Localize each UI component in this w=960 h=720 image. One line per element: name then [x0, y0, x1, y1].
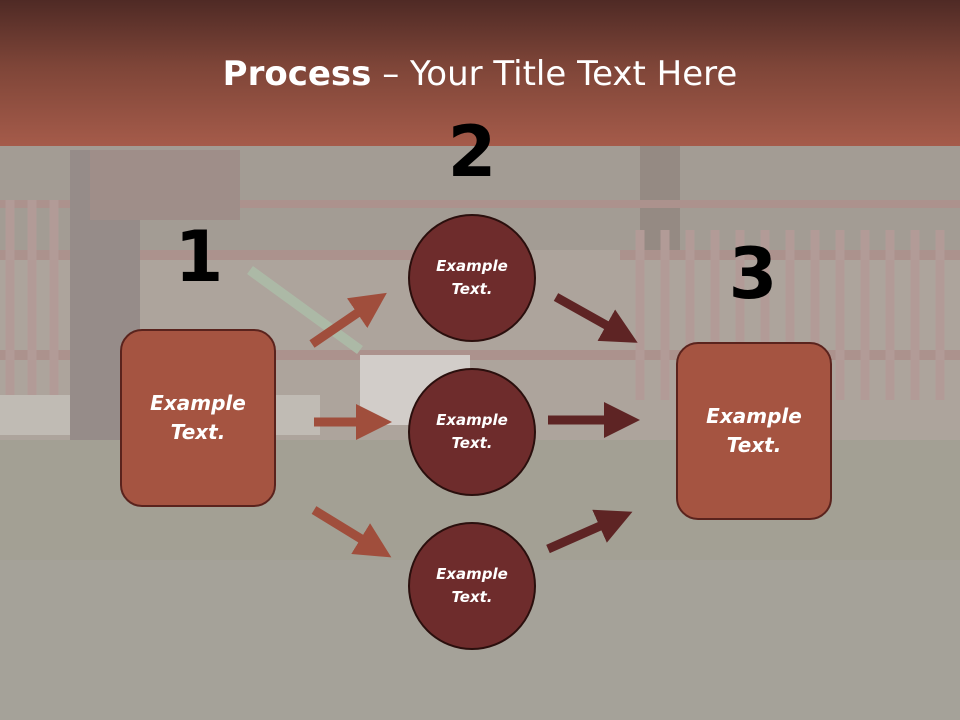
step-1-text: Example Text. [150, 391, 246, 444]
title-rest: Your Title Text Here [410, 54, 738, 94]
slide-title[interactable]: Process – Your Title Text Here [0, 52, 960, 96]
step-2-circle-middle[interactable]: Example Text. [408, 368, 536, 496]
title-bold-part: Process [222, 54, 372, 94]
arrow-bottom-circle-to-box [546, 509, 633, 554]
arrow-box-to-top-circle [309, 292, 387, 348]
arrow-box-to-bottom-circle [311, 506, 392, 558]
title-dash: – [371, 54, 411, 94]
step-number-2: 2 [447, 111, 497, 193]
circle-middle-text: Example Text. [436, 411, 508, 452]
step-3-box[interactable]: Example Text. [676, 342, 832, 520]
step-3-text: Example Text. [706, 404, 802, 457]
step-1-box[interactable]: Example Text. [120, 329, 276, 507]
circle-top-text: Example Text. [436, 257, 508, 298]
step-2-circle-top[interactable]: Example Text. [408, 214, 536, 342]
step-number-1: 1 [174, 216, 224, 298]
circle-bottom-text: Example Text. [436, 565, 508, 606]
arrow-top-circle-to-box [553, 293, 638, 343]
step-2-circle-bottom[interactable]: Example Text. [408, 522, 536, 650]
title-banner [0, 0, 960, 146]
step-number-3: 3 [728, 233, 778, 315]
